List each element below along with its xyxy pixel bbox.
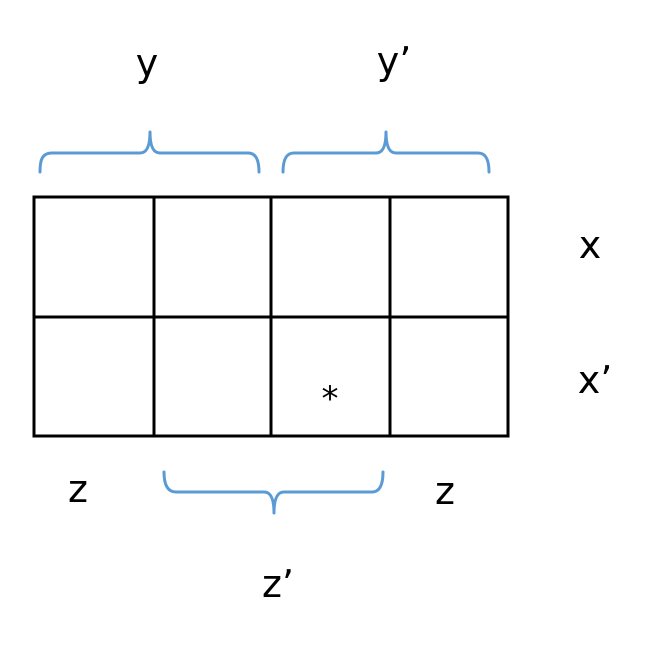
label-z-right: z <box>435 469 455 513</box>
label-z-prime: z’ <box>262 562 294 606</box>
cell-r2-c3-asterisk: * <box>322 379 339 419</box>
label-x-prime: x’ <box>578 358 613 402</box>
brace-z-prime <box>162 470 385 515</box>
label-z-left: z <box>68 467 88 511</box>
brace-y <box>38 130 261 174</box>
label-y: y <box>136 41 159 85</box>
brace-y-prime <box>281 130 491 174</box>
label-x: x <box>579 223 602 267</box>
label-y-prime: y’ <box>377 39 412 83</box>
